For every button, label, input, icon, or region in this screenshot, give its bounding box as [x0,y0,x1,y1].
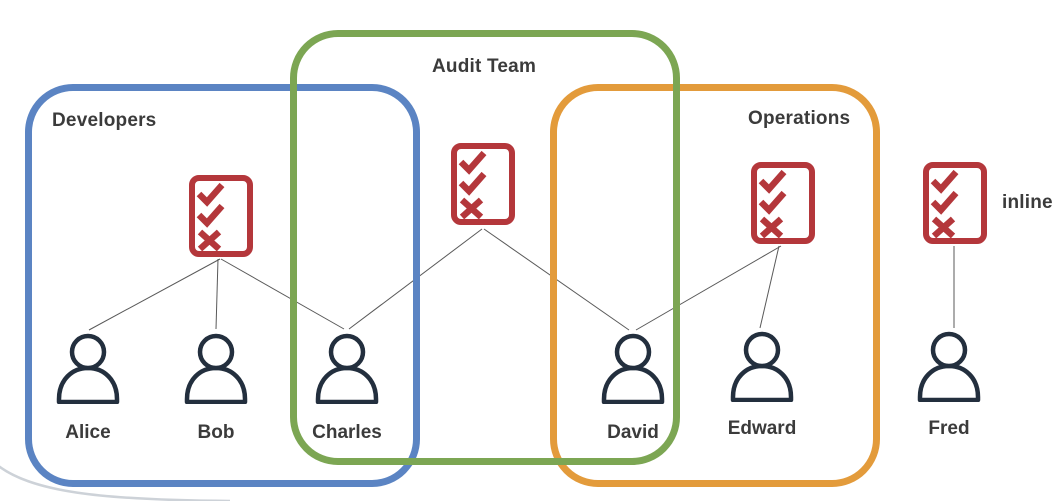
group-developers-label: Developers [52,110,157,131]
person-icon [56,333,120,404]
connector-line [220,258,345,330]
user-fred: Fred [899,330,999,440]
user-name: Charles [312,422,382,443]
inline-policy-label: inline [1002,192,1053,213]
policy-checklist-icon-inline [922,161,988,245]
connector-line [635,245,782,331]
user-name: Fred [928,418,970,439]
person-icon [917,331,981,402]
user-charles: Charles [297,332,397,444]
user-name: Alice [65,422,111,443]
group-audit-team-label: Audit Team [432,56,537,77]
connector-line [88,258,221,331]
connector-line [215,258,219,330]
user-alice: Alice [38,332,138,444]
person-icon [315,333,379,404]
user-name: David [607,422,659,443]
connector-line [759,245,780,329]
policy-checklist-icon-developers [188,174,254,258]
policy-checklist-icon-operations [750,161,816,245]
person-icon [601,333,665,404]
group-operations-boundary [550,84,880,487]
person-icon [730,331,794,402]
user-david: David [583,332,683,444]
user-bob: Bob [166,332,266,444]
slide-decoration-curve [0,465,231,501]
group-operations-label: Operations [748,108,851,129]
user-edward: Edward [712,330,812,440]
policy-checklist-icon-audit-team [450,142,516,226]
group-developers-boundary [25,84,420,487]
user-name: Edward [727,418,797,439]
group-audit-team-boundary [290,30,680,465]
user-name: Bob [197,422,235,443]
person-icon [184,333,248,404]
